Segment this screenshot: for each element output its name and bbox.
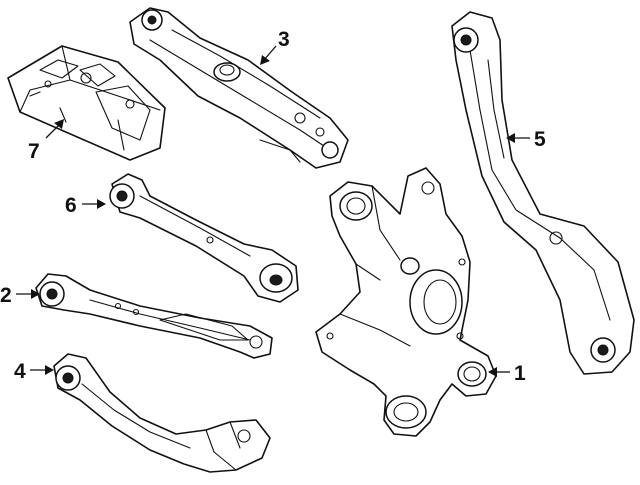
part-1-knuckle <box>315 167 497 437</box>
callout-1: 1 <box>488 362 526 385</box>
callout-6: 6 <box>65 194 106 217</box>
callout-2-label: 2 <box>0 284 12 307</box>
part-6-toe-link <box>109 173 299 303</box>
callout-5-label: 5 <box>534 128 546 151</box>
part-7-bracket <box>7 45 166 161</box>
part-4-upper-control-arm <box>53 353 271 473</box>
callout-4: 4 <box>14 360 54 383</box>
part-5-trailing-arm <box>451 11 635 375</box>
callout-3-label: 3 <box>278 28 290 51</box>
part-2-lateral-link <box>35 273 273 359</box>
callout-6-label: 6 <box>65 194 77 217</box>
callout-2: 2 <box>0 284 40 307</box>
callout-1-label: 1 <box>514 362 526 385</box>
callout-5: 5 <box>506 128 546 151</box>
callout-3: 3 <box>260 28 290 65</box>
callout-4-label: 4 <box>14 360 26 383</box>
callout-7-label: 7 <box>28 140 40 163</box>
part-3-lower-control-arm <box>129 7 349 169</box>
callout-7: 7 <box>28 119 64 163</box>
